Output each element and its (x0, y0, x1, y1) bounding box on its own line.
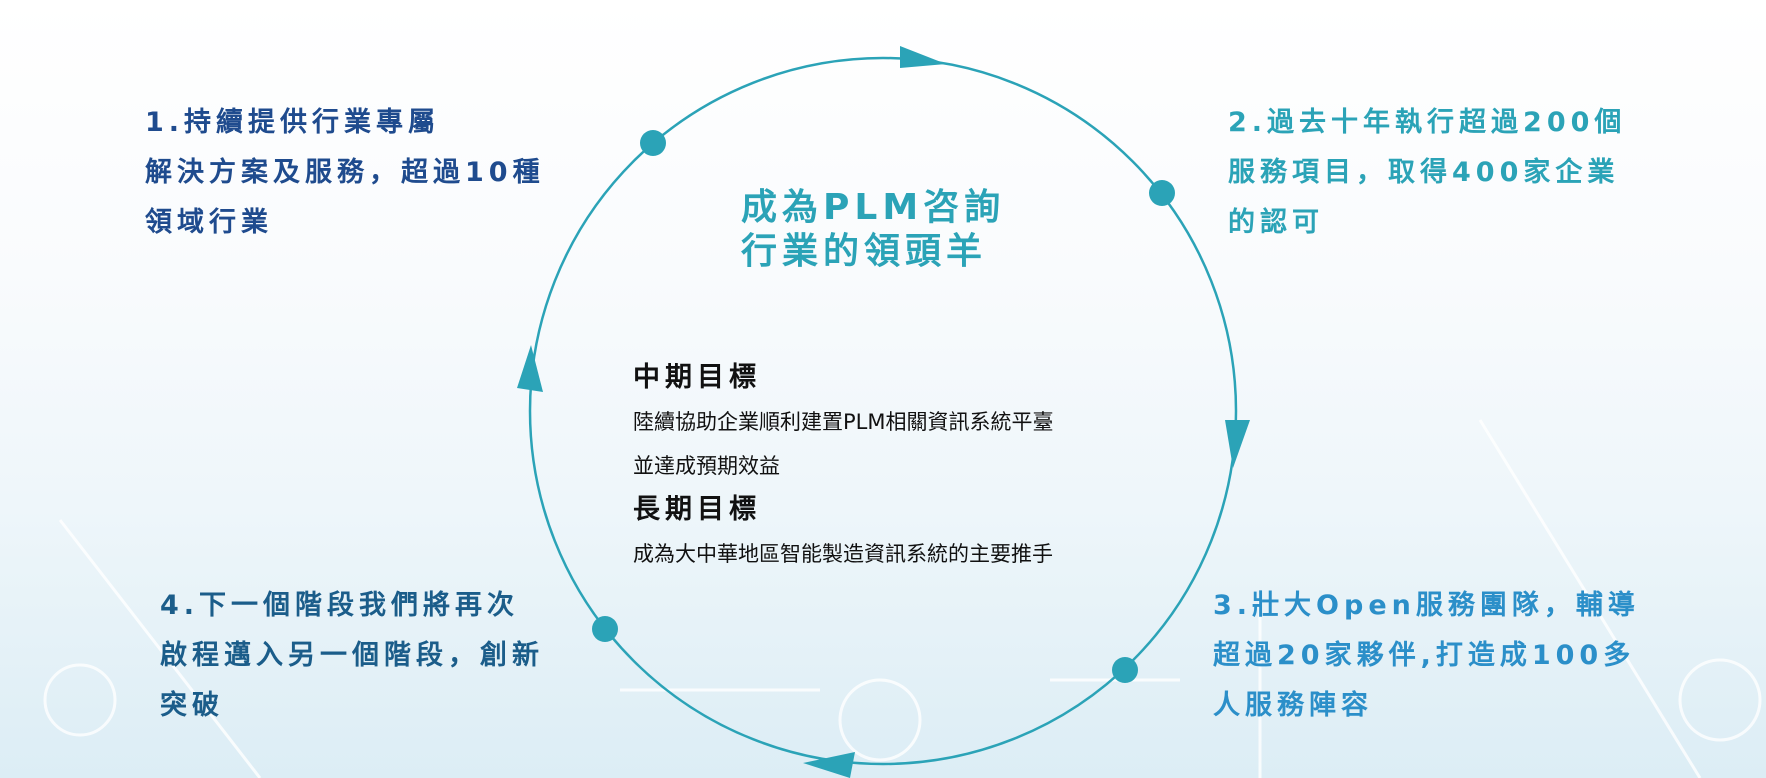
milestone-2-line: 服務項目，取得400家企業 (1228, 157, 1620, 188)
milestone-3-line: 超過20家夥伴,打造成100多 (1213, 640, 1636, 671)
mid-term-line: 並達成預期效益 (633, 454, 780, 478)
center-title-line: 行業的領頭羊 (741, 231, 988, 272)
milestone-3: 3.壯大Open服務團隊，輔導 超過20家夥伴,打造成100多 人服務陣容 (1213, 581, 1640, 731)
milestone-1: 1.持續提供行業專屬 解決方案及服務，超過10種 領域行業 (145, 98, 545, 248)
goals-panel: 中期目標 陸續協助企業順利建置PLM相關資訊系統平臺 並達成預期效益 長期目標 … (633, 356, 1053, 576)
arrow-up-icon (517, 345, 543, 392)
arrow-down-icon (1225, 420, 1250, 468)
mid-term-line: 陸續協助企業順利建置PLM相關資訊系統平臺 (633, 410, 1054, 434)
milestone-dot-4 (592, 616, 618, 642)
milestone-1-line: 領域行業 (145, 207, 273, 238)
milestone-3-line: 3.壯大Open服務團隊，輔導 (1213, 590, 1640, 621)
long-term-heading: 長期目標 (633, 494, 761, 525)
milestone-1-line: 解決方案及服務，超過10種 (145, 157, 545, 188)
center-title: 成為PLM咨詢 行業的領頭羊 (741, 186, 1005, 274)
milestone-4-line: 啟程邁入另一個階段，創新 (160, 640, 544, 671)
mid-term-heading: 中期目標 (633, 362, 761, 393)
milestone-3-line: 人服務陣容 (1213, 690, 1373, 721)
arrow-right-icon (900, 46, 946, 68)
milestone-2-line: 的認可 (1228, 207, 1324, 238)
cycle-circle (528, 56, 1238, 766)
milestone-dot-1 (640, 130, 666, 156)
milestone-dot-2 (1149, 180, 1175, 206)
milestone-1-line: 1.持續提供行業專屬 (145, 107, 441, 138)
milestone-4-line: 4.下一個階段我們將再次 (160, 590, 520, 621)
arrow-left-icon (803, 752, 855, 778)
milestone-2: 2.過去十年執行超過200個 服務項目，取得400家企業 的認可 (1228, 98, 1626, 248)
milestone-4: 4.下一個階段我們將再次 啟程邁入另一個階段，創新 突破 (160, 581, 544, 731)
center-title-line: 成為PLM咨詢 (741, 187, 1006, 228)
milestone-dot-3 (1112, 657, 1138, 683)
milestone-2-line: 2.過去十年執行超過200個 (1228, 107, 1627, 138)
milestone-4-line: 突破 (160, 690, 224, 721)
long-term-line: 成為大中華地區智能製造資訊系統的主要推手 (633, 542, 1053, 566)
